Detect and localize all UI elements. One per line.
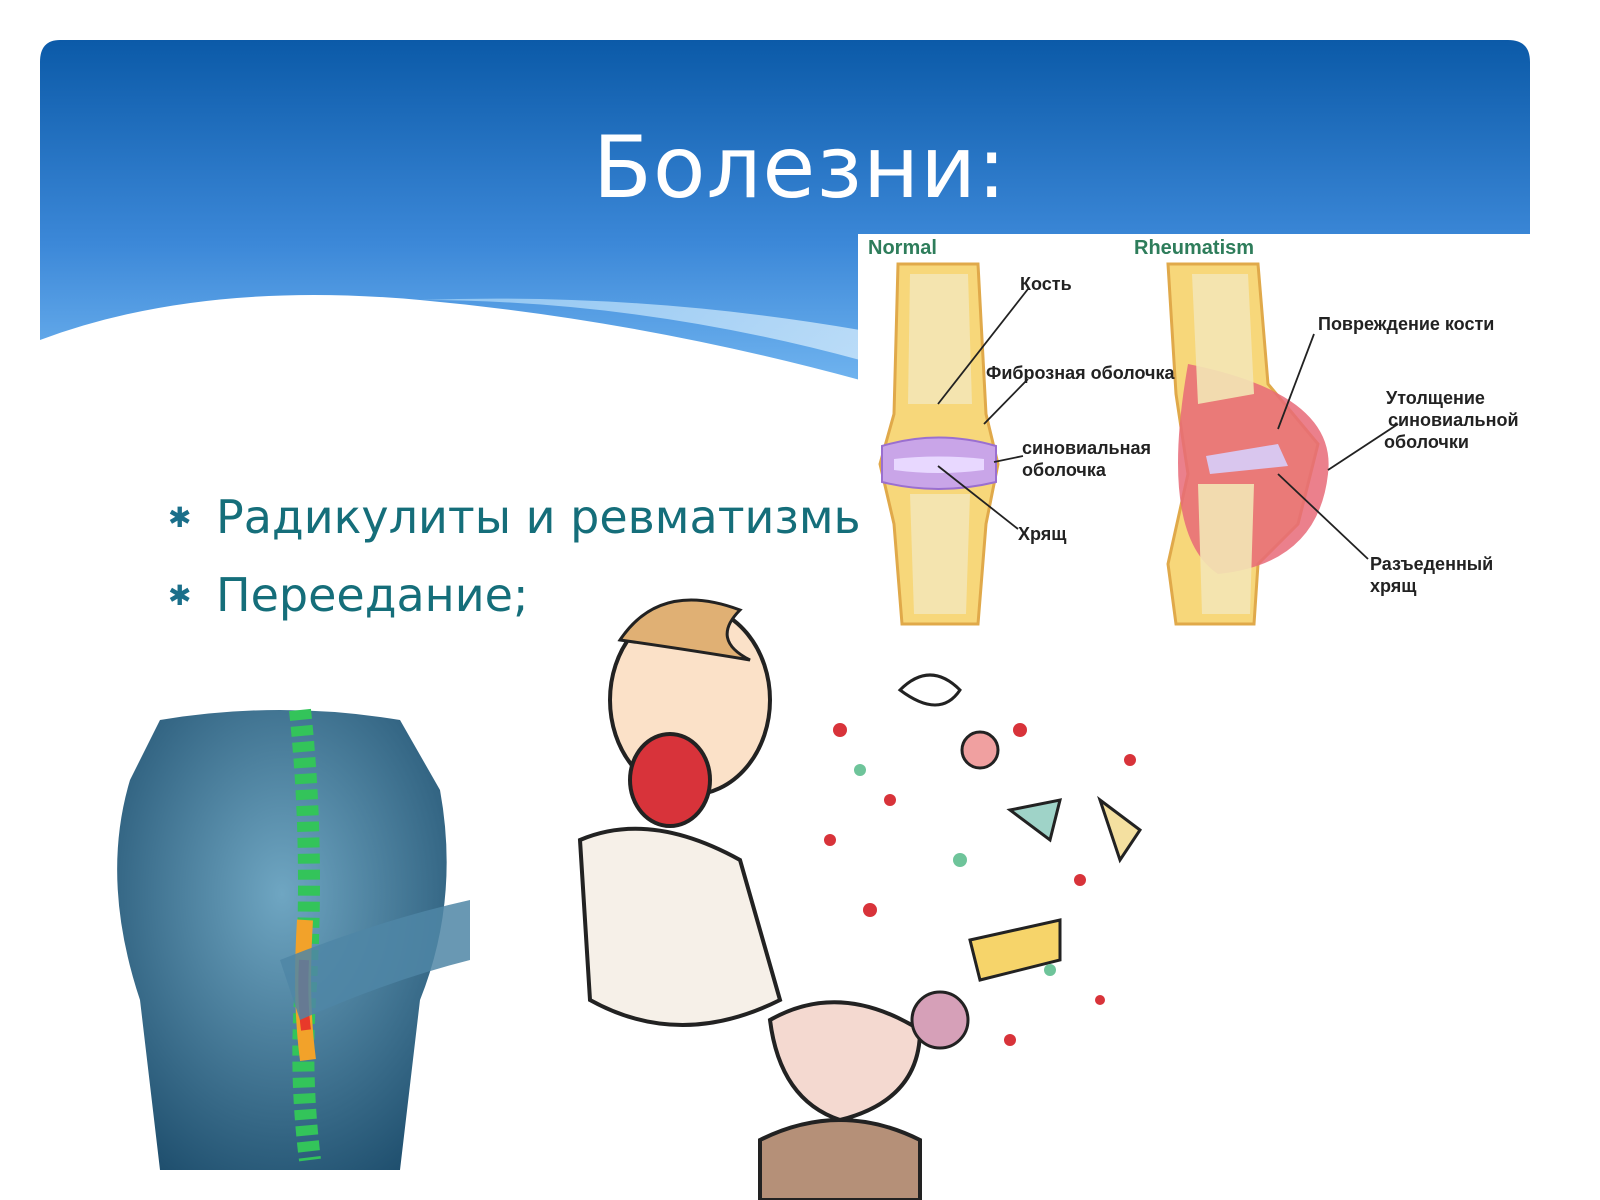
label-eroded-2: хрящ	[1370, 576, 1417, 596]
rheumatism-heading: Rheumatism	[1134, 237, 1254, 259]
label-thick-1: Утолщение	[1386, 388, 1485, 408]
label-cartilage: Хрящ	[1018, 524, 1067, 544]
back-pain-illustration	[117, 708, 470, 1170]
asterisk-icon: ✱	[168, 578, 192, 612]
label-bone: Кость	[1020, 274, 1072, 294]
label-thick-2: синовиальной	[1388, 410, 1519, 430]
bullet-text: Радикулиты и ревматизмы;	[216, 490, 886, 544]
label-synovial-2: оболочка	[1022, 460, 1107, 480]
label-synovial-1: синовиальная	[1022, 438, 1151, 458]
asterisk-icon: ✱	[168, 500, 192, 534]
label-fibrous: Фиброзная оболочка	[986, 363, 1175, 383]
rheumatism-joint-illustration	[1166, 262, 1329, 626]
joint-diagram-image: Normal Rheumatism Кость	[858, 234, 1564, 648]
bullet-item: ✱ Переедание;	[168, 556, 885, 634]
normal-heading: Normal	[868, 237, 937, 259]
label-thick-3: оболочки	[1384, 432, 1469, 452]
bullet-list: ✱ Радикулиты и ревматизмы; ✱ Переедание;	[168, 478, 885, 634]
label-eroded-1: Разъеденный	[1370, 554, 1493, 574]
overeating-cartoon	[577, 598, 1143, 1200]
bullet-item: ✱ Радикулиты и ревматизмы;	[168, 478, 885, 556]
bullet-text: Переедание;	[216, 568, 529, 622]
label-damage: Повреждение кости	[1318, 314, 1494, 334]
callout-arrows	[937, 288, 1399, 560]
normal-joint-illustration	[878, 262, 1000, 626]
slide-title: Болезни:	[592, 118, 1008, 218]
